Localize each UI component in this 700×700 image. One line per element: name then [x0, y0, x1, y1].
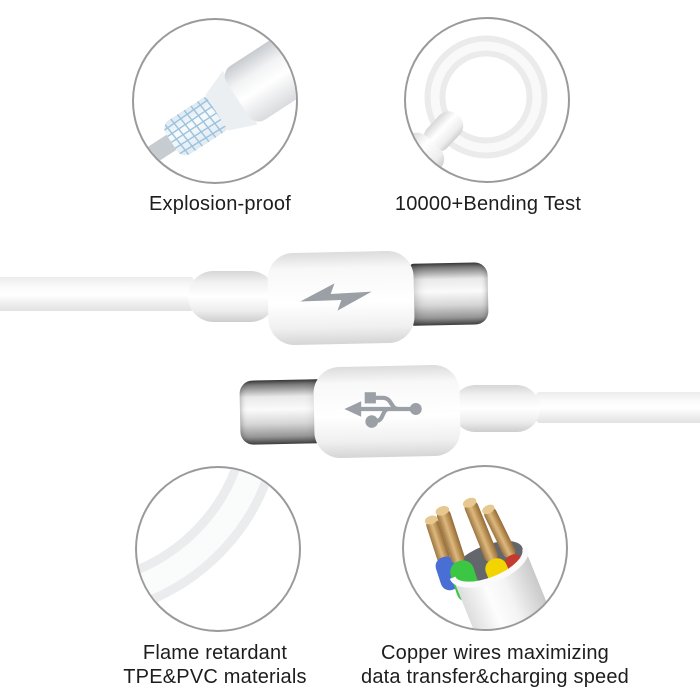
label-line2: data transfer&charging speed [361, 666, 629, 688]
feature-label-copper-wires: Copper wires maximizing data transfer&ch… [345, 641, 645, 689]
cable-bottom [536, 392, 700, 423]
label-line2: TPE&PVC materials [123, 666, 307, 688]
feature-label-bending-test: 10000+Bending Test [338, 192, 638, 216]
looped-cable-art [406, 35, 548, 181]
cable-top [0, 277, 194, 311]
usb-trident-icon [344, 392, 422, 428]
cable-cross-section-art [134, 20, 296, 172]
flame-retardant-circle [135, 466, 301, 632]
strain-relief-top [188, 271, 276, 322]
feature-label-flame-retardant: Flame retardant TPE&PVC materials [65, 641, 365, 689]
label-text: 10000+Bending Test [394, 193, 582, 215]
usb-c-metal-tip-top [409, 262, 489, 326]
label-line1: Flame retardant [142, 642, 288, 664]
strain-relief-bottom [452, 385, 540, 432]
feature-label-explosion-proof: Explosion-proof [70, 192, 370, 216]
copper-wire-bundle-art [424, 497, 551, 629]
bending-test-circle [404, 17, 570, 183]
explosion-proof-circle [132, 18, 298, 184]
label-line1: Copper wires maximizing [381, 642, 609, 664]
lightning-bolt-icon [300, 283, 372, 311]
label-text: Explosion-proof [149, 193, 291, 215]
mesh-grid [161, 94, 233, 157]
copper-wires-circle [402, 465, 568, 631]
cable-jacket-closeup-art [137, 468, 275, 611]
usb-c-metal-tip-bottom [239, 379, 323, 445]
